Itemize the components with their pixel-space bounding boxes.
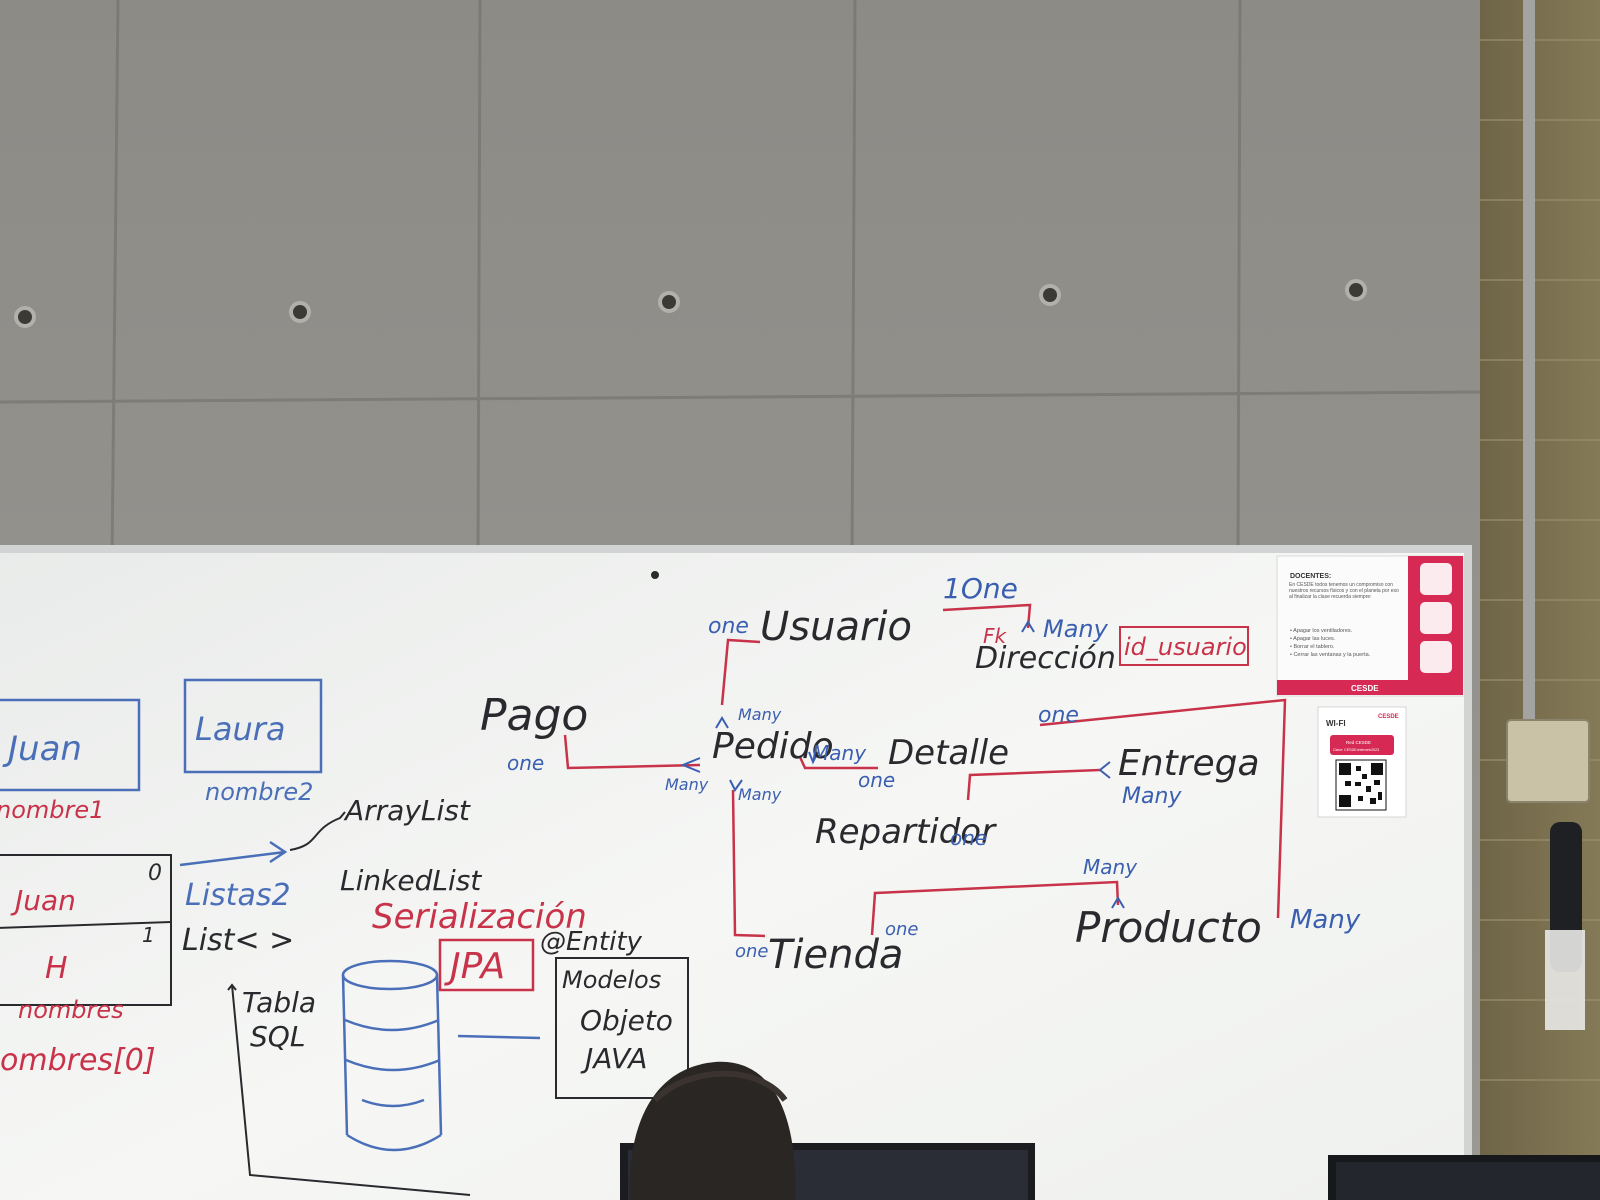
java-text: JAVA xyxy=(580,1042,647,1075)
card-many-direccion: Many xyxy=(1043,615,1109,643)
linkedlist-text: LinkedList xyxy=(340,864,482,897)
card-one-detalle: one xyxy=(858,768,895,792)
entity-direccion: Dirección xyxy=(975,641,1116,676)
id-usuario-box xyxy=(1119,626,1249,666)
entity-entrega: Entrega xyxy=(1118,743,1260,784)
wall-panel-seams xyxy=(0,0,1481,561)
label-nombres-array: ombres[0] xyxy=(0,1043,156,1078)
objeto-text: Objeto xyxy=(580,1004,673,1037)
card-many-pedido-left: Many xyxy=(665,775,709,794)
card-one-pago: one xyxy=(507,751,544,775)
arrow-to-arraylist xyxy=(289,811,346,851)
card-many-producto-right: Many xyxy=(1290,905,1361,935)
label-nombres: nombres xyxy=(18,996,124,1024)
arraylist-text: ArrayList xyxy=(343,794,471,827)
fk-label: Fk xyxy=(983,624,1008,648)
entity-text: @Entity xyxy=(540,927,643,957)
box-laura-text: Laura xyxy=(195,710,285,748)
card-many-producto: Many xyxy=(1083,855,1138,879)
remote-holder xyxy=(1545,930,1585,1030)
entity-tienda: Tienda xyxy=(768,932,903,978)
wifi-card: CESDE WI-FI Red CESDE Clave: CESDE•inter… xyxy=(1317,706,1407,818)
wall-outlet-box xyxy=(1506,719,1590,803)
card-one-tienda-left: one xyxy=(735,941,769,962)
wifi-title: WI-FI xyxy=(1326,719,1346,728)
poster-item-1: • Apagar los ventiladores. xyxy=(1290,628,1353,634)
poster-body: En CESDE todos tenemos un compromiso con… xyxy=(1289,582,1399,600)
poster-item-2: • Apagar las luces. xyxy=(1290,636,1336,642)
database-cylinder-icon xyxy=(341,959,443,1152)
card-many-pedido-down: Many xyxy=(738,785,782,804)
card-one-producto-link: one xyxy=(1038,703,1079,728)
list-generic-text: List< > xyxy=(182,923,294,958)
array-cell-h: H xyxy=(45,951,68,986)
array-cell-juan: Juan xyxy=(10,884,76,917)
relationship-arrows xyxy=(680,620,1125,909)
er-diagram: Usuario one 1One Fk Many Dirección id_us… xyxy=(480,572,1361,978)
card-many-detalle: Many xyxy=(812,741,867,765)
card-one-repartidor: one xyxy=(950,826,987,850)
tabla-bracket-line xyxy=(227,983,471,1196)
array-index-1: 1 xyxy=(142,923,155,947)
jpa-box xyxy=(438,938,535,992)
box-laura xyxy=(183,678,323,774)
entity-pago: Pago xyxy=(480,690,588,741)
arrow-to-listas2 xyxy=(179,840,288,867)
db-to-model-line xyxy=(457,1034,541,1040)
box-juan xyxy=(0,698,141,792)
card-many-entrega: Many xyxy=(1122,784,1182,809)
electrical-conduit xyxy=(1523,0,1535,720)
card-one-usuario: one xyxy=(708,614,749,639)
card-one-top: 1One xyxy=(943,572,1018,605)
entity-detalle: Detalle xyxy=(888,733,1009,773)
poster-item-3: • Borrar el tablero. xyxy=(1290,644,1335,650)
wifi-network-pill xyxy=(1330,735,1394,755)
monitor-right-screen xyxy=(1336,1162,1600,1200)
wifi-hint: Clave: CESDE•internet•2023 xyxy=(1333,748,1379,752)
modelos-box xyxy=(555,957,689,1099)
modelos-text: Modelos xyxy=(562,966,661,994)
entity-pedido: Pedido xyxy=(712,726,834,767)
teachers-poster: DOCENTES: En CESDE todos tenemos un comp… xyxy=(1276,555,1464,697)
poster-item-4: • Cerrar las ventanas y la puerta. xyxy=(1290,652,1371,658)
student-head xyxy=(629,1061,796,1200)
card-one-tienda-right: one xyxy=(885,919,919,940)
listas2-text: Listas2 xyxy=(185,878,291,913)
wifi-qr-code-icon xyxy=(1335,759,1387,811)
id-usuario-text: id_usuario xyxy=(1124,633,1247,661)
wifi-brand: CESDE xyxy=(1378,714,1399,720)
left-notes: Juan nombre1 Laura nombre2 ArrayList Lis… xyxy=(0,678,689,1196)
entity-producto: Producto xyxy=(1075,903,1262,952)
serializacion-text: Serialización xyxy=(372,897,587,937)
wifi-network: Red CESDE xyxy=(1346,740,1371,745)
light-icon xyxy=(1420,602,1452,634)
board-magnet-dot xyxy=(651,571,659,579)
sql-text: SQL xyxy=(250,1020,305,1053)
poster-heading: DOCENTES: xyxy=(1290,573,1331,580)
box-juan-text: Juan xyxy=(2,729,82,769)
relationship-lines xyxy=(563,603,1287,938)
tabla-text: Tabla xyxy=(242,986,316,1019)
fan-icon xyxy=(1420,563,1452,595)
poster-footer-bar xyxy=(1277,680,1463,695)
entity-usuario: Usuario xyxy=(760,604,912,650)
card-many-pedido-up: Many xyxy=(738,705,782,724)
array-box xyxy=(0,854,172,1006)
label-nombre2: nombre2 xyxy=(205,778,313,806)
wall-tie-holes xyxy=(14,279,1367,328)
entity-repartidor: Repartidor xyxy=(815,812,997,852)
array-index-0: 0 xyxy=(148,861,162,886)
label-nombre1: nombre1 xyxy=(0,796,104,824)
jpa-text: JPA xyxy=(444,946,505,987)
window-icon xyxy=(1420,641,1452,673)
poster-brand: CESDE xyxy=(1351,684,1379,693)
array-divider xyxy=(0,921,172,929)
